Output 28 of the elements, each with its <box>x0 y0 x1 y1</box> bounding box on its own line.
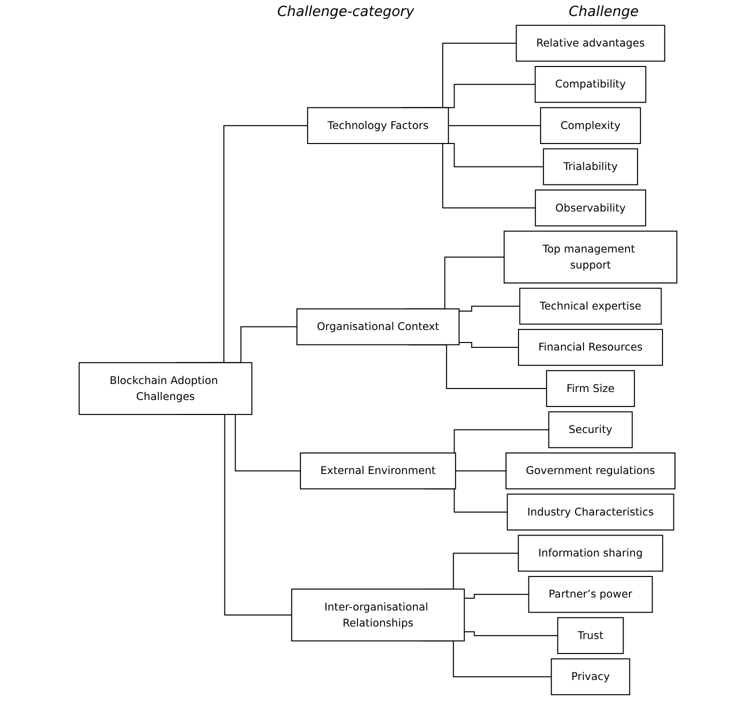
node-box: Trialability <box>542 148 638 186</box>
connector <box>448 125 542 126</box>
node-box: Top management support <box>504 230 678 284</box>
node-box: Blockchain Adoption Challenges <box>78 362 252 415</box>
node-box: Trust <box>557 617 624 654</box>
node-box: Privacy <box>550 658 630 696</box>
node-box: Industry Characteristics <box>506 494 674 530</box>
node-box: Technology Factors <box>307 107 449 144</box>
node-box: Security <box>548 411 633 448</box>
node-box: Relative advantages <box>516 24 666 62</box>
node-box: Information sharing <box>518 534 664 572</box>
node-box: Compatibility <box>534 66 646 103</box>
node-box: Partner’s power <box>528 576 653 613</box>
connector <box>464 631 558 636</box>
connector <box>458 306 520 312</box>
node-box: Technical expertise <box>519 288 662 325</box>
node-box: Observability <box>534 190 646 226</box>
column-heading: Challenge-category <box>277 4 414 20</box>
node-box: Firm Size <box>546 370 635 407</box>
connector <box>455 470 506 472</box>
node-box: Complexity <box>540 107 641 144</box>
node-box: Inter-organisational Relationships <box>291 588 465 642</box>
node-box: Financial Resources <box>518 328 663 366</box>
node-box: Government regulations <box>506 452 676 490</box>
connector <box>458 342 519 348</box>
node-box: External Environment <box>300 452 456 490</box>
connector <box>464 594 530 599</box>
node-box: Organisational Context <box>296 308 460 346</box>
